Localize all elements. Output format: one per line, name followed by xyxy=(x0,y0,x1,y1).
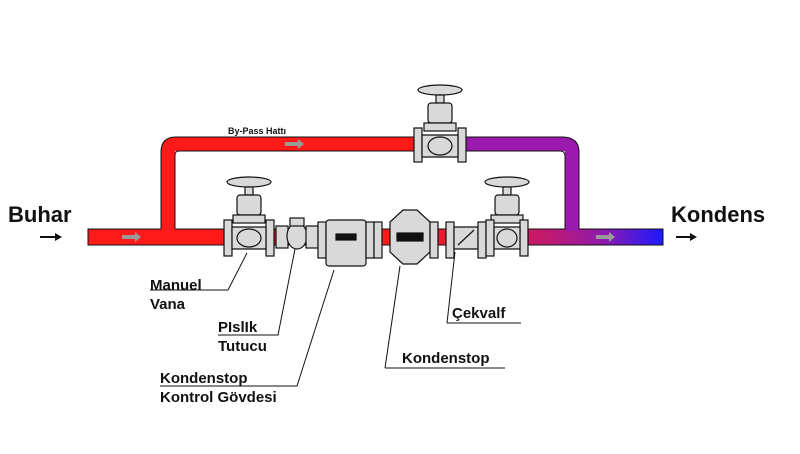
inlet-label: Buhar xyxy=(8,202,72,227)
outlet-valve xyxy=(484,176,530,257)
trap-body-label-line2: Kontrol Gövdesi xyxy=(160,389,277,406)
outlet-arrow xyxy=(676,233,697,241)
manual-valve-label-line1: Manuel xyxy=(150,277,202,294)
manual-valve-label-line2: Vana xyxy=(150,296,186,313)
bypass-valve xyxy=(413,84,467,163)
strainer-label-line1: PIslIk xyxy=(218,319,258,336)
check-valve xyxy=(445,221,487,259)
bypass-pipe xyxy=(160,136,580,231)
strainer-label: PIslIk Tutucu xyxy=(218,318,267,356)
strainer-label-line2: Tutucu xyxy=(218,338,267,355)
outlet-label: Kondens xyxy=(671,202,766,227)
leader-lines xyxy=(150,248,521,387)
flow-arrows xyxy=(122,139,615,242)
strainer xyxy=(275,217,319,250)
inlet-arrow xyxy=(40,233,62,241)
steam-trap-label: Kondenstop xyxy=(402,350,490,367)
steam-trap xyxy=(373,209,439,265)
trap-body-label: Kondenstop Kontrol Gövdesi xyxy=(160,369,277,407)
manual-valve xyxy=(223,176,275,257)
bypass-label: By-Pass Hattı xyxy=(228,126,287,136)
check-valve-label: Çekvalf xyxy=(452,305,506,322)
trap-control-body xyxy=(317,219,375,267)
trap-body-label-line1: Kondenstop xyxy=(160,370,248,387)
manual-valve-label: Manuel Vana xyxy=(150,276,202,314)
